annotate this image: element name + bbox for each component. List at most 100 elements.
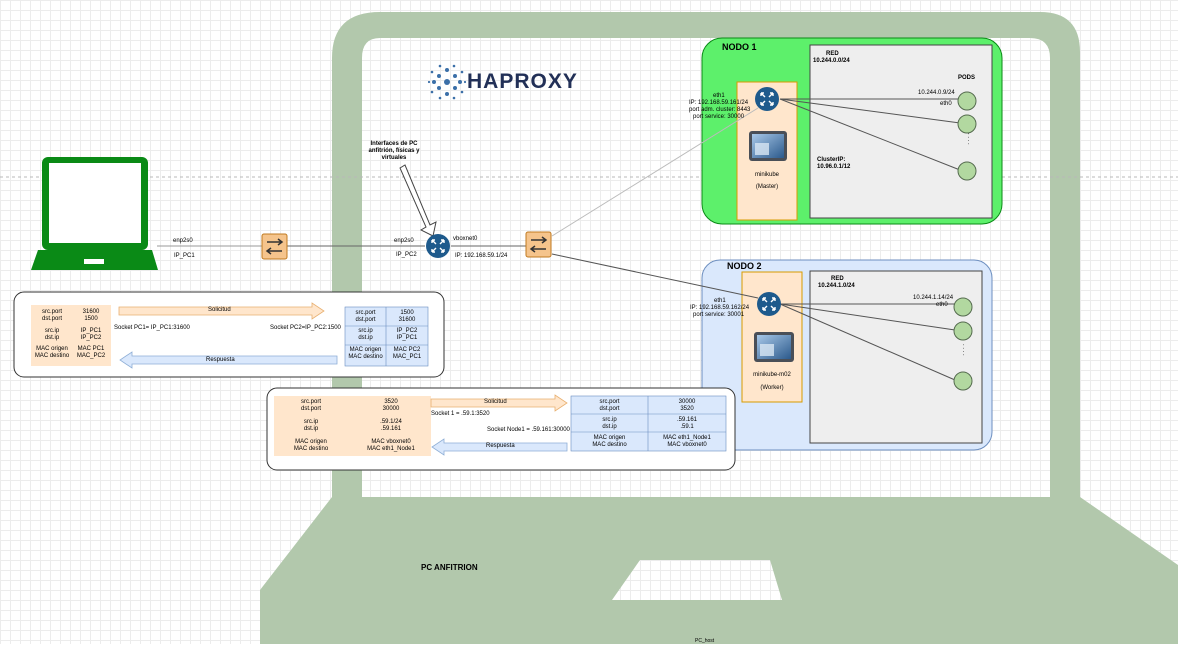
switch-left-icon	[261, 233, 288, 260]
t1r-val-1: 31600	[398, 317, 416, 323]
t2l-key-5: MAC destino	[293, 446, 329, 452]
host-iface-label: enp2s0	[394, 238, 414, 244]
t1l-key-0: src.port	[41, 309, 62, 315]
t1-respuesta-label: Respuesta	[206, 357, 235, 363]
vboxnet-label: vboxnet0	[453, 236, 478, 242]
vboxnet-ip-label: IP: 192.168.59.1/24	[455, 253, 508, 259]
t2r-val-1: 3520	[680, 406, 694, 412]
t2-socket-node: Socket Node1 = .59.161:30000	[487, 427, 570, 433]
t2l-val-0: 3520	[384, 399, 398, 405]
t1l-key-5: MAC destino	[34, 353, 70, 359]
t2r-val-0: 30000	[678, 399, 696, 405]
laptop-icon	[31, 157, 158, 270]
t1r-key-5: MAC destino	[348, 354, 383, 360]
nodo1-red-cidr: 10.244.0.0/24	[813, 58, 850, 64]
nodo2-vm-name: minikube-m02	[753, 372, 791, 378]
solicitud-arrow-1	[118, 302, 325, 320]
nodo1-pod-iface: eth0	[940, 101, 952, 107]
nodo1-pod-ip: 10.244.0.9/24	[918, 90, 955, 96]
t2r-val-3: .59.1	[680, 424, 694, 430]
haproxy-logo-text: HAPROXY	[467, 70, 578, 93]
nodo1-vm-name: minikube	[754, 172, 779, 178]
nodo1-pods	[957, 91, 977, 181]
t1r-key-3: dst.ip	[358, 335, 373, 341]
t2r-key-2: src.ip	[602, 417, 617, 423]
nodo1-vm-icon	[749, 131, 787, 161]
t2r-key-5: MAC destino	[592, 442, 627, 448]
t1-socket-left: Socket PC1= IP_PC1:31600	[114, 325, 190, 331]
connection-lines	[157, 98, 961, 381]
t1r-key-4: MAC origen	[349, 347, 382, 353]
nodo1-router-icon	[755, 87, 779, 111]
t2l-key-0: src.port	[300, 399, 321, 405]
nodo1-port-svc: port service: 30000	[693, 114, 745, 120]
t2-respuesta-label: Respuesta	[486, 443, 515, 449]
t2r-key-3: dst.ip	[602, 424, 617, 430]
t2-solicitud-label: Solicitud	[484, 399, 507, 405]
nodo1-clusterip: 10.96.0.1/12	[817, 164, 851, 170]
nodo1-eth: eth1	[713, 93, 725, 99]
t1l-val-3: IP_PC2	[80, 335, 102, 341]
table2-left	[274, 396, 431, 456]
t2r-val-4: MAC eth1_Node1	[663, 435, 711, 441]
t1r-key-0: src.port	[355, 310, 376, 316]
t2l-val-2: .59.1/24	[380, 419, 402, 425]
laptop-iface-label: enp2s0	[173, 238, 193, 244]
t2r-val-5: MAC vboxnet0	[667, 442, 707, 448]
t1r-key-2: src.ip	[358, 328, 373, 334]
host-ip-label: IP_PC2	[396, 252, 417, 258]
host-router-icon	[426, 234, 450, 258]
t2l-key-4: MAC origen	[295, 439, 327, 445]
t2r-val-2: .59.161	[676, 417, 698, 423]
nodo1-clusterip-label: ClusterIP:	[817, 157, 846, 163]
t1r-val-3: IP_PC1	[396, 335, 418, 341]
nodo2-eth: eth1	[714, 298, 726, 304]
interfaces-note: Interfaces de PC anfitrión, físicas y vi…	[368, 141, 420, 161]
nodo1-title: NODO 1	[722, 42, 757, 52]
table2-right	[570, 395, 727, 452]
t2r-key-1: dst.port	[599, 406, 620, 412]
t1r-key-1: dst.port	[355, 317, 376, 323]
t1l-val-4: MAC PC1	[77, 346, 105, 352]
host-laptop-shape	[260, 12, 1178, 644]
bottom-label: PC_host	[695, 638, 715, 644]
t2r-key-4: MAC origen	[593, 435, 626, 441]
t2r-key-0: src.port	[599, 399, 620, 405]
nodo1-pod-dots: . . . .	[966, 133, 972, 145]
t2l-key-2: src.ip	[303, 419, 319, 425]
t1l-key-2: src.ip	[44, 328, 60, 334]
nodo1-port-adm: port adm. cluster: 8443	[689, 107, 751, 113]
t1l-key-4: MAC origen	[36, 346, 68, 352]
nodo2-pod-dots: . . . .	[961, 344, 967, 356]
table1-left	[31, 305, 111, 366]
nodo2-vm-role: (Worker)	[760, 385, 784, 391]
nodo2-pod-iface: eth0	[936, 302, 948, 308]
t2l-key-1: dst.port	[300, 406, 321, 412]
t1l-val-0: 31600	[82, 309, 100, 315]
t2l-val-5: MAC eth1_Node1	[367, 446, 415, 452]
nodo1-pods-title: PODS	[958, 75, 976, 81]
nodo2-title: NODO 2	[727, 261, 762, 271]
t1l-key-3: dst.ip	[44, 335, 60, 341]
nodo2-red-title: RED	[831, 276, 844, 282]
t1-socket-right: Socket PC2=IP_PC2:1500	[270, 325, 341, 331]
laptop-ip-label: IP_PC1	[174, 253, 195, 259]
t1l-val-2: IP_PC1	[80, 328, 102, 334]
respuesta-arrow-2	[431, 438, 568, 456]
nodo2-pods	[953, 297, 973, 391]
solicitud-arrow-2	[430, 394, 568, 412]
nodo1-vm-role: (Master)	[755, 184, 779, 190]
respuesta-arrow-1	[119, 351, 338, 369]
nodo2-router-icon	[757, 292, 781, 316]
nodo1-red-title: RED	[826, 51, 839, 57]
host-label: PC ANFITRION	[421, 563, 478, 572]
t2l-key-3: dst.ip	[303, 426, 319, 432]
nodo2-red-box	[809, 270, 983, 444]
t2l-val-3: .59.161	[380, 426, 402, 432]
t1l-key-1: dst.port	[41, 316, 62, 322]
t1l-val-5: MAC_PC2	[76, 353, 106, 359]
nodo2-pod-ip: 10.244.1.14/24	[913, 295, 954, 301]
nodo1-eth-ip: IP: 192.168.59.161/24	[689, 100, 749, 106]
haproxy-logo-icon	[427, 64, 467, 100]
t2l-val-1: 30000	[382, 406, 400, 412]
